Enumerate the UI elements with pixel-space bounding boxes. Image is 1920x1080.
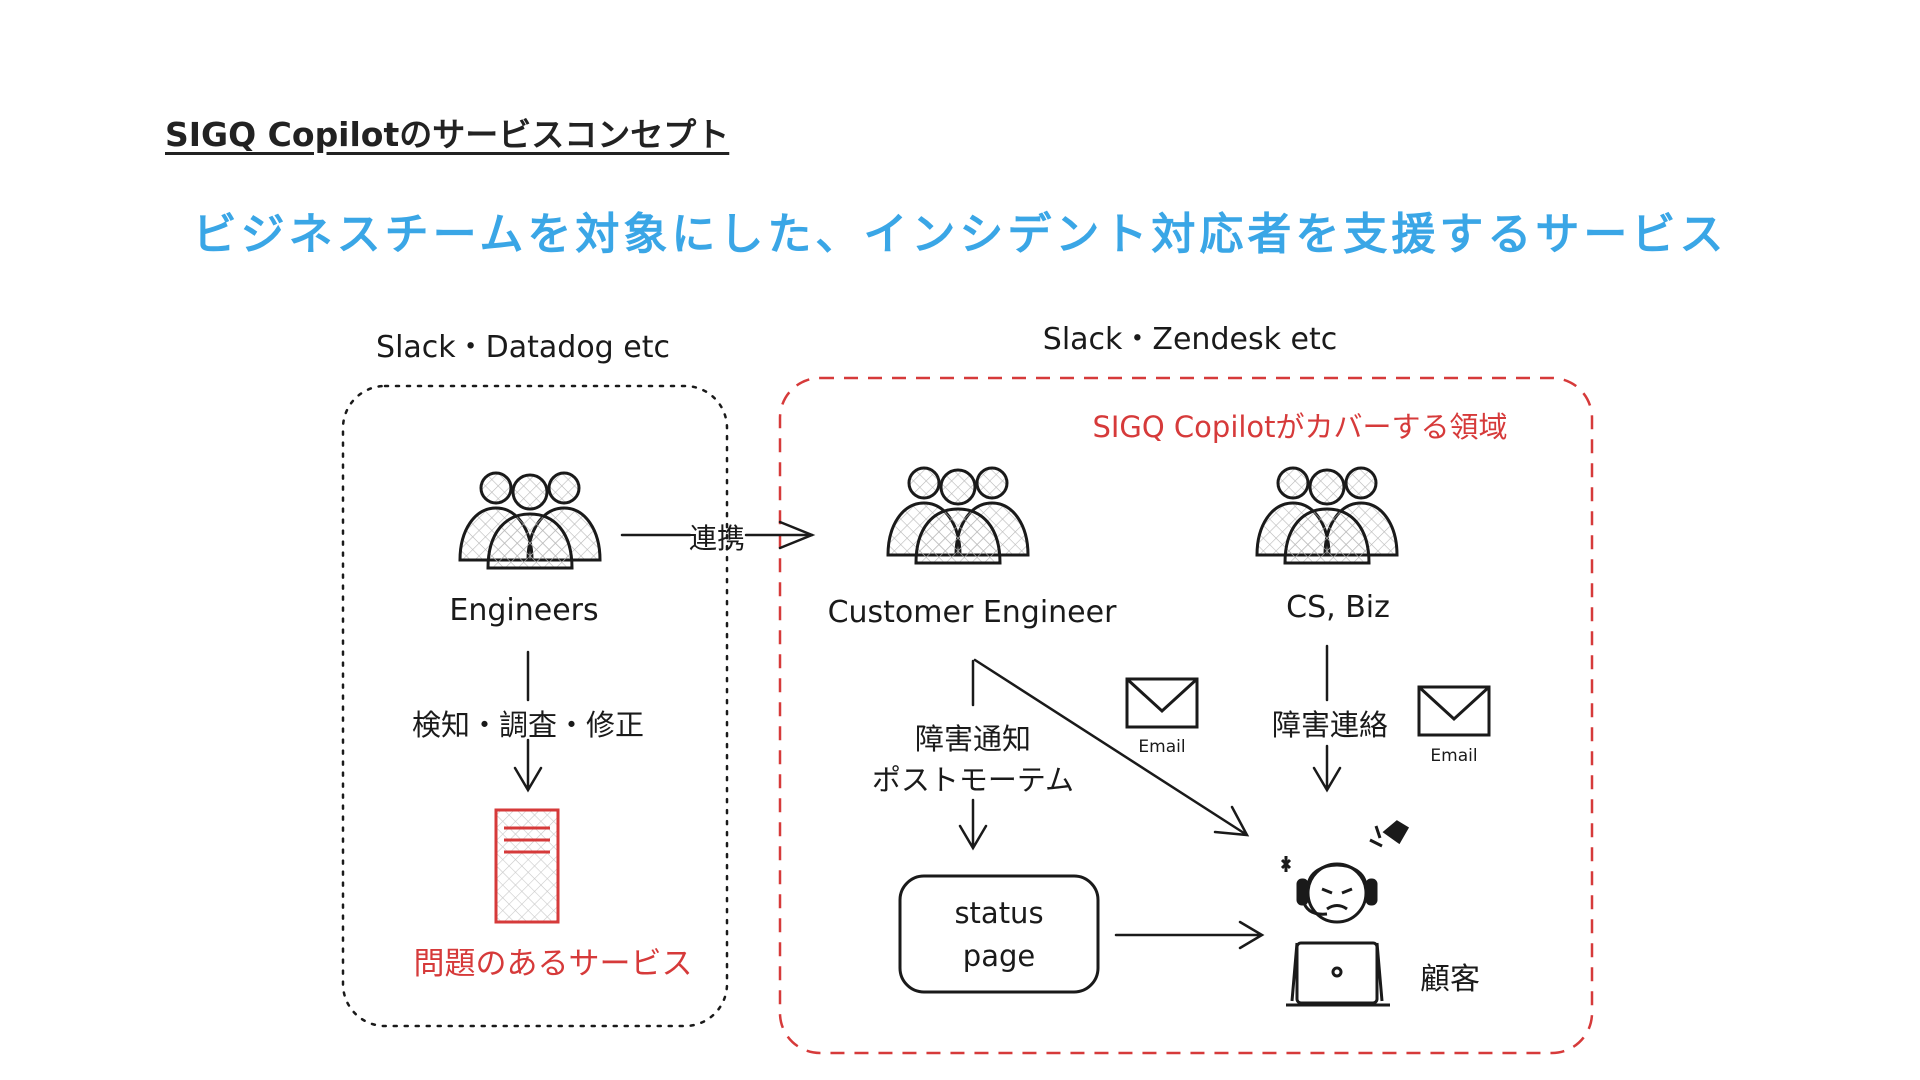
link-label: 連携 [688,522,746,555]
cs-biz-label: CS, Biz [1286,590,1390,625]
customer-icon [1280,820,1410,1007]
ce-action-label-2: ポストモーテム [871,763,1075,797]
email-icon-2 [1417,685,1491,737]
page-title: SIGQ Copilotのサービスコンセプト [165,115,730,154]
status-page-label-1: status [954,896,1044,930]
copilot-area-label: SIGQ Copilotがカバーする領域 [1092,410,1508,444]
problem-service-label: 問題のあるサービス [413,946,693,982]
engineers-action-label: 検知・調査・修正 [411,708,645,742]
status-page-box [898,874,1100,994]
email-icon [1125,677,1199,729]
left-tools-label: Slack・Datadog etc [376,330,670,365]
engineers-down-arrow [513,738,543,793]
link-arrow-head [778,520,816,550]
ce-down-arrow [958,798,988,851]
cs-down-arrow [1312,744,1342,793]
ce-action-label-1: 障害通知 [914,722,1032,756]
cs-action-label: 障害連絡 [1271,708,1389,742]
customer-engineer-icon [886,466,1030,565]
headline: ビジネスチームを対象にした、インシデント対応者を支援するサービス [192,209,1728,260]
engineers-icon [458,471,602,570]
email-label-2: Email [1430,746,1478,766]
customer-label: 顧客 [1420,962,1480,997]
copilot-area-box [778,376,1594,1055]
ce-diagonal-arrow [973,658,1250,837]
server-icon [494,808,560,924]
left-group-box [341,384,729,1028]
status-page-label-2: page [962,939,1036,973]
status-to-customer-arrow [1114,920,1265,950]
right-tools-label: Slack・Zendesk etc [1042,322,1338,357]
email-label-1: Email [1138,737,1186,757]
customer-engineer-label: Customer Engineer [827,595,1117,630]
engineers-label: Engineers [449,593,599,628]
cs-biz-icon [1255,466,1399,565]
